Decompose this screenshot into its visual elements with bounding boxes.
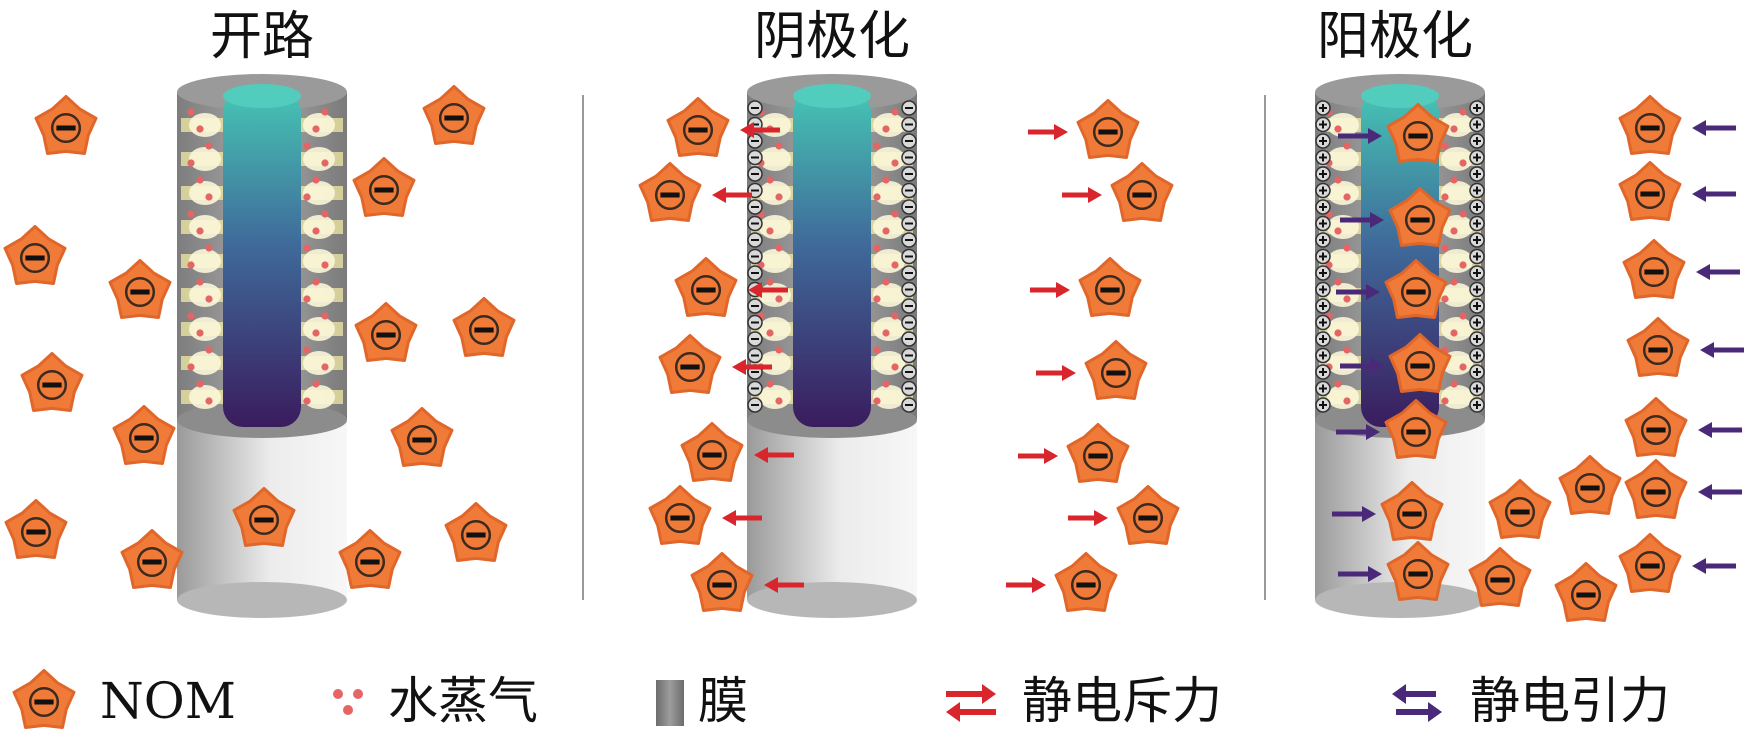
panel-title-cathodic: 阴极化 xyxy=(754,7,910,67)
legend-label-membrane: 膜 xyxy=(698,672,748,730)
legend-label-attraction: 静电引力 xyxy=(1470,672,1670,730)
nom-particle xyxy=(1624,459,1688,519)
attraction-arrow-icon xyxy=(1392,684,1442,722)
nom-particle xyxy=(34,95,98,155)
nom-particle xyxy=(1554,562,1618,622)
nom-particle xyxy=(1078,257,1142,317)
force-arrow xyxy=(1336,284,1380,300)
membrane-cylinder-cathodic xyxy=(747,74,917,618)
membrane-icon xyxy=(656,680,684,726)
nom-particle xyxy=(352,157,416,217)
nom-particle xyxy=(422,85,486,145)
nom-particle xyxy=(1384,399,1448,459)
repulsion-arrow-icon xyxy=(946,684,996,722)
legend: NOM 水蒸气 膜 静电斥力 静电引力 xyxy=(12,669,1670,730)
nom-particle xyxy=(3,225,67,285)
force-arrow xyxy=(740,122,780,138)
force-arrow xyxy=(764,577,804,593)
force-arrow xyxy=(1692,558,1736,574)
nom-particle xyxy=(1488,479,1552,539)
water-vapor-icon xyxy=(333,689,363,715)
legend-label-water-vapor: 水蒸气 xyxy=(388,672,538,730)
force-arrow xyxy=(1696,264,1740,280)
panel-title-open-circuit: 开路 xyxy=(210,7,314,67)
panel-title-anodic: 阳极化 xyxy=(1317,7,1473,67)
nom-particle xyxy=(680,422,744,482)
nom-particle xyxy=(1380,481,1444,541)
nom-particle xyxy=(1384,259,1448,319)
force-arrow xyxy=(1018,448,1058,464)
nom-particles xyxy=(3,85,1690,622)
nom-particle xyxy=(1084,340,1148,400)
nom-particle xyxy=(1076,99,1140,159)
nom-particle xyxy=(648,485,712,545)
force-arrow xyxy=(1036,365,1076,381)
nom-particle xyxy=(674,257,738,317)
force-arrow xyxy=(1692,120,1736,136)
force-arrow xyxy=(1068,510,1108,526)
nom-particle xyxy=(452,297,516,357)
nom-particle xyxy=(1388,187,1452,247)
nom-particle-icon xyxy=(12,669,76,729)
nom-particle xyxy=(1386,541,1450,601)
nom-particle xyxy=(338,529,402,589)
nom-particle xyxy=(1054,552,1118,612)
force-arrow xyxy=(1698,422,1742,438)
force-arrow xyxy=(722,510,762,526)
legend-label-repulsion: 静电斥力 xyxy=(1022,672,1222,730)
force-arrow xyxy=(1340,212,1384,228)
force-arrow xyxy=(1340,358,1384,374)
nom-particle xyxy=(1116,485,1180,545)
force-arrow xyxy=(1698,484,1742,500)
force-arrows xyxy=(712,120,1744,593)
nom-particle xyxy=(1468,547,1532,607)
force-arrow xyxy=(732,359,772,375)
membrane-cylinder-open-circuit xyxy=(177,74,347,618)
force-arrow xyxy=(748,282,788,298)
nom-particle xyxy=(690,552,754,612)
force-arrow xyxy=(1332,506,1376,522)
nom-particle xyxy=(20,352,84,412)
force-arrow xyxy=(1006,577,1046,593)
force-arrow xyxy=(712,187,752,203)
force-arrow xyxy=(1336,424,1380,440)
nom-particle xyxy=(1110,162,1174,222)
force-arrow xyxy=(1692,186,1736,202)
nom-particle xyxy=(390,407,454,467)
nom-particle xyxy=(112,405,176,465)
force-arrow xyxy=(1030,282,1070,298)
force-arrow xyxy=(1062,187,1102,203)
nom-particle xyxy=(12,669,76,729)
force-arrow xyxy=(1338,128,1382,144)
nom-particle xyxy=(1386,103,1450,163)
force-arrow xyxy=(1028,124,1068,140)
nom-particle xyxy=(354,302,418,362)
nom-particle xyxy=(120,529,184,589)
nom-particle xyxy=(666,97,730,157)
nom-particle xyxy=(232,487,296,547)
nom-particle xyxy=(638,162,702,222)
nom-particle xyxy=(444,502,508,562)
nom-particle xyxy=(1626,317,1690,377)
force-arrow xyxy=(754,447,794,463)
nom-particle xyxy=(4,499,68,559)
nom-particle xyxy=(1624,397,1688,457)
legend-label-nom: NOM xyxy=(100,672,236,730)
nom-particle xyxy=(1622,239,1686,299)
force-arrow xyxy=(1338,566,1382,582)
nom-particle xyxy=(108,259,172,319)
nom-particle xyxy=(658,334,722,394)
nom-particle xyxy=(1618,533,1682,593)
nom-particle xyxy=(1388,333,1452,393)
nom-particle xyxy=(1066,423,1130,483)
nom-particle xyxy=(1618,161,1682,221)
nom-particle xyxy=(1618,95,1682,155)
nom-particle xyxy=(1558,455,1622,515)
force-arrow xyxy=(1700,342,1744,358)
